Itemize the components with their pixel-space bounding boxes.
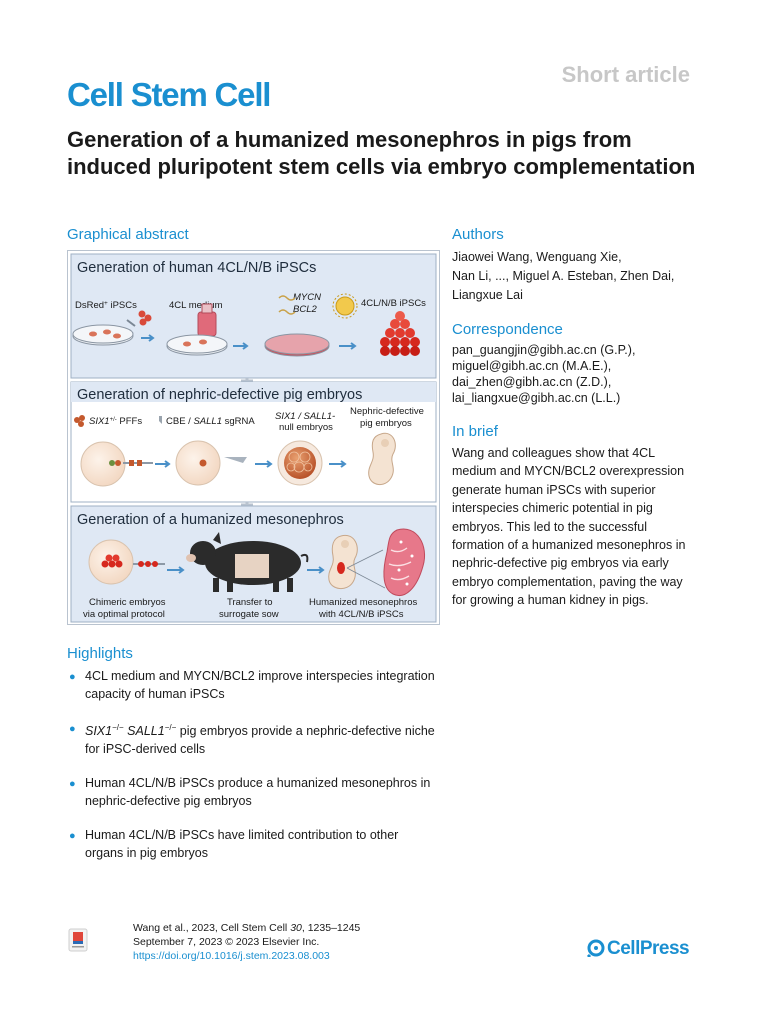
virus-icon bbox=[332, 293, 358, 319]
label-4cl-nb-ipscs: 4CL/N/B iPSCs bbox=[361, 298, 426, 309]
sow-icon bbox=[186, 532, 309, 592]
authors-heading: Authors bbox=[452, 226, 504, 243]
arrow-icon bbox=[167, 566, 185, 574]
graphical-abstract-heading: Graphical abstract bbox=[67, 226, 189, 243]
label-mycn: MYCN bbox=[293, 292, 321, 303]
highlights-heading: Highlights bbox=[67, 645, 133, 662]
correspondence-email[interactable]: pan_guangjin@gibh.ac.cn (G.P.), bbox=[452, 343, 636, 357]
citation-footer: Wang et al., 2023, Cell Stem Cell 30, 12… bbox=[133, 921, 360, 963]
bullet-icon: ● bbox=[69, 723, 76, 735]
label-dsred-ipscs: DsRed+ iPSCs bbox=[75, 300, 137, 311]
humanized-embryo-icon bbox=[328, 534, 358, 589]
correspondence-email[interactable]: dai_zhen@gibh.ac.cn (Z.D.), bbox=[452, 375, 612, 389]
culture-dish-icon bbox=[264, 333, 330, 357]
panel1-title: Generation of human 4CL/N/B iPSCs bbox=[77, 260, 316, 276]
highlight-item: ●Human 4CL/N/B iPSCs produce a humanized… bbox=[69, 776, 431, 809]
arrow-icon bbox=[233, 342, 249, 350]
highlight-item: ●4CL medium and MYCN/BCL2 improve inters… bbox=[69, 669, 435, 701]
cellpress-logo-icon bbox=[586, 939, 605, 959]
culture-dish-icon bbox=[72, 324, 134, 346]
label-six1-pffs: SIX1+/- PFFs bbox=[89, 416, 142, 427]
correspondence-email[interactable]: miguel@gibh.ac.cn (M.A.E.), bbox=[452, 359, 612, 373]
label-chimeric-1: Chimeric embryos bbox=[89, 597, 166, 608]
label-cbe-sgrna: CBE / SALL1 sgRNA bbox=[166, 416, 255, 427]
culture-dish-icon bbox=[166, 334, 228, 356]
dna-icon bbox=[278, 309, 296, 315]
arrow-icon bbox=[155, 460, 171, 468]
pipette-icon bbox=[126, 319, 136, 327]
label-humanized-2: with 4CL/N/B iPSCs bbox=[318, 609, 404, 620]
bullet-icon: ● bbox=[69, 671, 76, 683]
arrow-icon bbox=[307, 566, 325, 574]
author-line: Jiaowei Wang, Wenguang Xie, bbox=[452, 250, 622, 264]
label-defective-1: Nephric-defective bbox=[350, 406, 424, 417]
cellpress-logo: CellPress bbox=[586, 938, 690, 960]
ipsc-cell-icon bbox=[138, 561, 144, 567]
pff-cells-icon bbox=[74, 415, 85, 427]
connector-arrow bbox=[241, 378, 253, 383]
correspondence-heading: Correspondence bbox=[452, 321, 563, 338]
correspondence-list: pan_guangjin@gibh.ac.cn (G.P.), miguel@g… bbox=[452, 342, 712, 406]
label-chimeric-2: via optimal protocol bbox=[83, 609, 165, 620]
oocyte-icon bbox=[175, 440, 221, 486]
cellpress-wordmark: CellPress bbox=[607, 938, 690, 959]
label-humanized-1: Humanized mesonephros bbox=[309, 597, 418, 608]
in-brief-heading: In brief bbox=[452, 423, 498, 440]
panel2-title: Generation of nephric-defective pig embr… bbox=[77, 387, 362, 403]
arrow-icon bbox=[339, 342, 357, 350]
publication-date: September 7, 2023 © 2023 Elsevier Inc. bbox=[133, 936, 320, 948]
graphical-abstract-figure: Generation of human 4CL/N/B iPSCs DsRed+… bbox=[67, 250, 440, 625]
article-title: Generation of a humanized mesonephros in… bbox=[67, 127, 696, 179]
label-defective-2: pig embryos bbox=[360, 418, 412, 429]
arrow-icon bbox=[329, 460, 347, 468]
arrow-icon bbox=[141, 334, 155, 342]
highlight-item: ●Human 4CL/N/B iPSCs have limited contri… bbox=[69, 828, 399, 861]
callout-line bbox=[346, 549, 386, 589]
journal-title: Cell Stem Cell bbox=[67, 76, 271, 113]
authors-list: Jiaowei Wang, Wenguang Xie, Nan Li, ...,… bbox=[452, 248, 712, 305]
oocyte-icon bbox=[80, 441, 126, 487]
dna-icon bbox=[278, 295, 296, 301]
author-line: Nan Li, ..., Miguel A. Esteban, Zhen Dai… bbox=[452, 269, 675, 283]
label-null-embryos-1: SIX1 / SALL1- bbox=[275, 411, 335, 422]
panel-ipsc-generation bbox=[70, 253, 437, 379]
mesonephros-icon bbox=[383, 528, 425, 596]
check-for-updates-icon[interactable] bbox=[68, 928, 88, 952]
highlight-item: ●SIX1−/− SALL1−/− pig embryos provide a … bbox=[67, 719, 437, 758]
label-transfer-1: Transfer to bbox=[227, 597, 273, 608]
arrow-icon bbox=[255, 460, 273, 468]
cell-cluster-icon bbox=[138, 310, 152, 326]
label-bcl2: BCL2 bbox=[293, 304, 317, 315]
ipsc-cell-icon bbox=[152, 561, 158, 567]
nuclear-transfer-cell-icon bbox=[129, 460, 134, 466]
ipsc-colony-icon bbox=[380, 311, 420, 356]
label-transfer-2: surrogate sow bbox=[219, 609, 279, 620]
bullet-icon: ● bbox=[69, 778, 76, 791]
highlights-list: ●4CL medium and MYCN/BCL2 improve inters… bbox=[67, 667, 437, 878]
bullet-icon: ● bbox=[69, 830, 76, 843]
electrode-icon bbox=[224, 457, 247, 463]
nuclear-transfer-cell-icon bbox=[137, 460, 142, 466]
citation-line: Wang et al., 2023, Cell Stem Cell 30, 12… bbox=[133, 922, 361, 934]
author-line: Liangxue Lai bbox=[452, 288, 523, 302]
morula-embryo-icon bbox=[277, 440, 323, 486]
chimeric-embryo-icon bbox=[88, 539, 134, 585]
label-null-embryos-2: null embryos bbox=[279, 422, 333, 433]
label-4cl-medium: 4CL medium bbox=[169, 300, 223, 311]
correspondence-email[interactable]: lai_liangxue@gibh.ac.cn (L.L.) bbox=[452, 391, 621, 405]
in-brief-text: Wang and colleagues show that 4CL medium… bbox=[452, 446, 686, 608]
article-type-label: Short article bbox=[561, 62, 690, 87]
connector-arrow bbox=[241, 502, 253, 507]
sgrna-icon bbox=[159, 416, 162, 424]
panel3-title: Generation of a humanized mesonephros bbox=[77, 512, 344, 528]
medium-bottle-icon bbox=[197, 303, 217, 337]
pig-embryo-icon bbox=[368, 432, 396, 485]
doi-link[interactable]: https://doi.org/10.1016/j.stem.2023.08.0… bbox=[133, 950, 330, 962]
ipsc-cell-icon bbox=[145, 561, 151, 567]
